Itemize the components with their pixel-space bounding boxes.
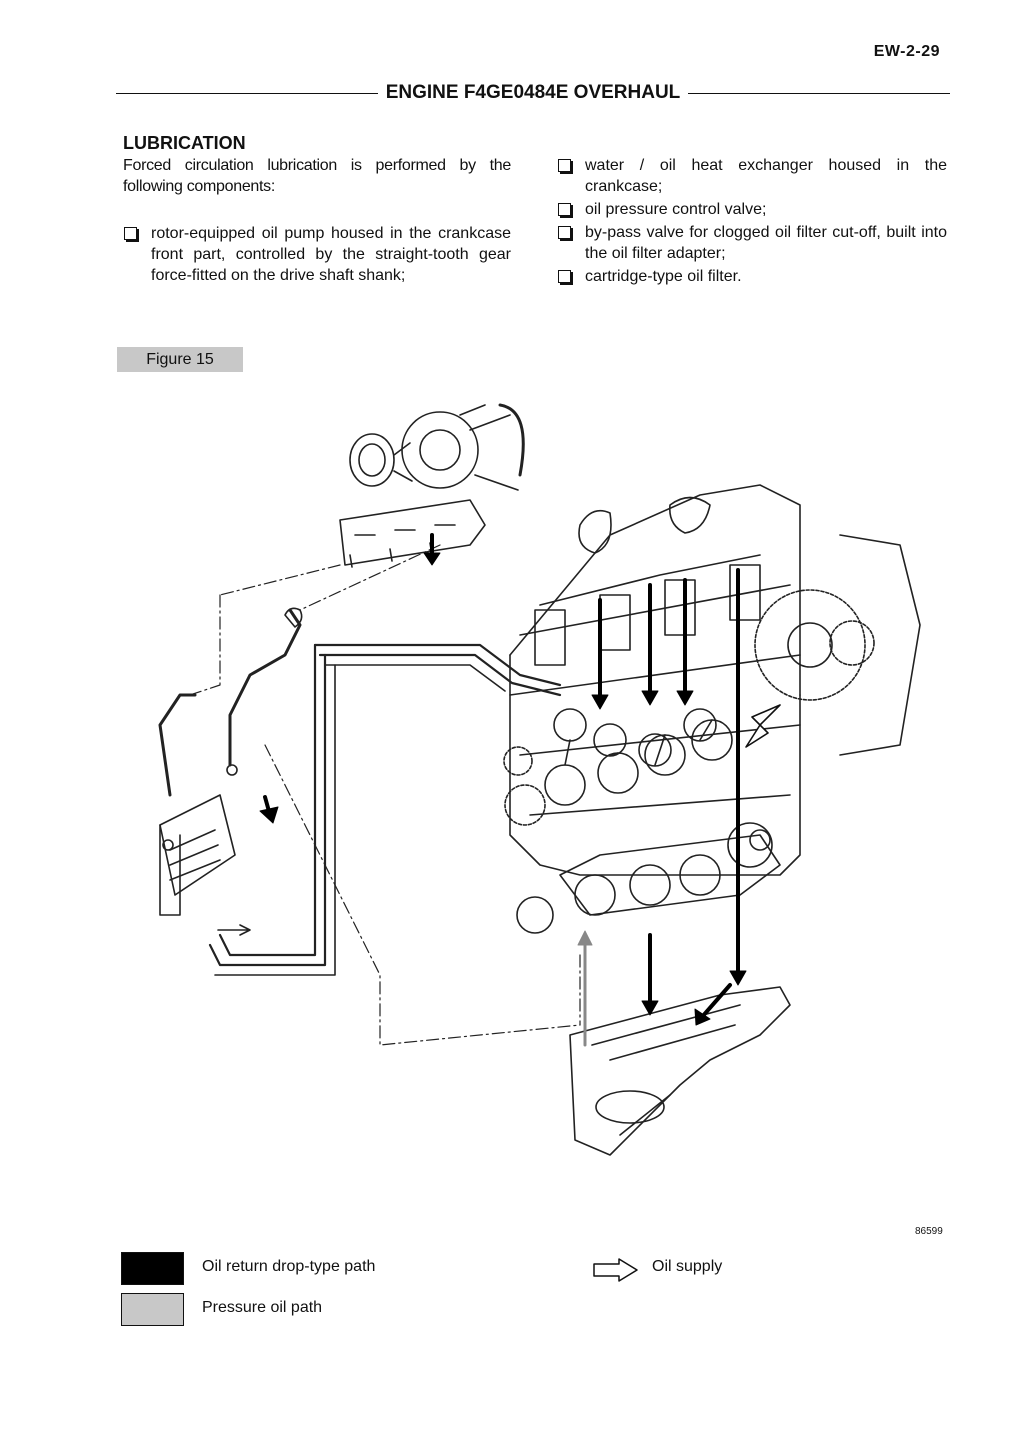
checkbox-bullet-icon: [558, 203, 571, 216]
left-bullet-list: rotor-equipped oil pump housed in the cr…: [123, 223, 511, 286]
header-rule-right: [688, 92, 950, 94]
legend-pressure-label: Pressure oil path: [202, 1299, 323, 1316]
engine-block: [509, 484, 801, 876]
intro-paragraph: Forced circulation lubrication is perfor…: [123, 157, 511, 195]
bullet-text: by-pass valve for clogged oil filter cut…: [585, 224, 947, 262]
oil-sump: [569, 986, 791, 1156]
outline-arrow-icon: [593, 1258, 638, 1282]
bullet-item: by-pass valve for clogged oil filter cut…: [557, 222, 947, 264]
exhaust-manifold: [339, 499, 486, 568]
pressure-path-arrows: [577, 930, 593, 1047]
section-title: LUBRICATION: [123, 133, 246, 153]
checkbox-bullet-icon: [558, 159, 571, 172]
checkbox-bullet-icon: [558, 270, 571, 283]
pistons: [544, 708, 733, 806]
checkbox-bullet-icon: [124, 227, 137, 240]
bullet-item: cartridge-type oil filter.: [557, 266, 947, 287]
crankshaft: [516, 822, 781, 934]
leader-lines: [189, 544, 581, 1046]
page-number: EW-2-29: [873, 43, 940, 60]
header-rule-left: [116, 92, 378, 94]
bullet-text: cartridge-type oil filter.: [585, 268, 742, 285]
right-bullet-list: water / oil heat exchanger housed in the…: [557, 155, 947, 287]
legend-supply-label: Oil supply: [652, 1258, 723, 1275]
chapter-title: ENGINE F4GE0484E OVERHAUL: [385, 82, 681, 103]
chapter-header: ENGINE F4GE0484E OVERHAUL: [116, 80, 950, 106]
figure-reference-number: 86599: [915, 1226, 943, 1237]
pressure-oil-swatch: [121, 1293, 184, 1326]
legend-return-label: Oil return drop-type path: [202, 1258, 376, 1275]
bullet-text: rotor-equipped oil pump housed in the cr…: [151, 225, 511, 284]
oil-return-swatch: [121, 1252, 184, 1285]
timing-gears: [503, 534, 921, 826]
oil-supply-arrow-icon: [745, 704, 781, 748]
oil-return-arrows: [259, 533, 747, 1026]
figure-label: Figure 15: [117, 347, 243, 372]
bullet-text: oil pressure control valve;: [585, 201, 767, 218]
left-column: Forced circulation lubrication is perfor…: [123, 155, 511, 288]
right-column: water / oil heat exchanger housed in the…: [557, 155, 947, 289]
turbocharger: [349, 403, 525, 491]
bullet-item: rotor-equipped oil pump housed in the cr…: [123, 223, 511, 286]
bullet-item: oil pressure control valve;: [557, 199, 947, 220]
oil-filter-module: [159, 794, 236, 916]
bullet-text: water / oil heat exchanger housed in the…: [585, 157, 947, 195]
oil-pipes: [158, 607, 562, 976]
bullet-item: water / oil heat exchanger housed in the…: [557, 155, 947, 197]
checkbox-bullet-icon: [558, 226, 571, 239]
engine-lubrication-diagram: [158, 403, 921, 1156]
